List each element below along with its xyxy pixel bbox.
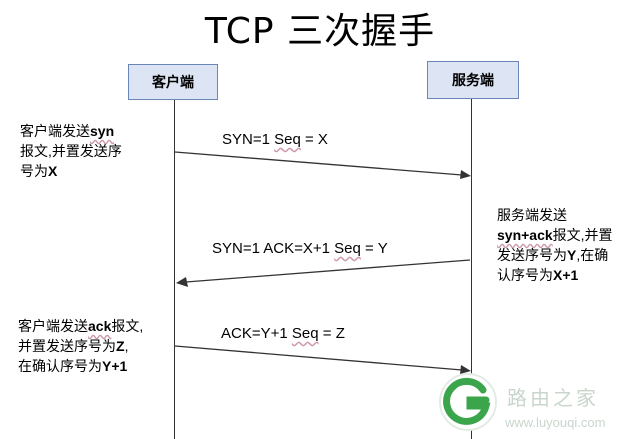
watermark-url: www.luyouqi.com (505, 415, 606, 430)
note-value: Y (567, 247, 577, 263)
note-value: Y+1 (102, 358, 128, 374)
message-text: SYN=1 ACK=X+1 (212, 240, 335, 257)
note-keyword: syn+ack (497, 227, 553, 243)
client-ack-note: 客户端发送ack报文, 并置发送序号为Z, 在确认序号为Y+1 (18, 316, 143, 376)
ack-arrowhead (460, 365, 471, 374)
note-text: 号为 (20, 163, 48, 179)
syn-ack-arrow-line (185, 259, 471, 283)
ack-arrow-line (174, 345, 463, 371)
watermark-text: 路由之家 (507, 388, 599, 410)
message-text: ACK=Y+1 (221, 325, 292, 342)
client-lifeline (174, 100, 175, 439)
server-participant-box: 服务端 (427, 61, 519, 99)
syn-ack-arrowhead (176, 277, 188, 287)
message-text: SYN=1 (222, 131, 275, 148)
message-seq: Seq (334, 240, 361, 257)
note-keyword: ack (88, 318, 112, 334)
note-text: 报文, (111, 318, 144, 334)
note-text: 报文,并置发送序 (20, 143, 122, 159)
watermark-logo-icon (439, 373, 497, 431)
note-text: 并置发送序号为 (18, 338, 116, 354)
client-participant-box: 客户端 (128, 64, 218, 100)
note-text: 报文,并置 (552, 227, 613, 243)
message-seq: Seq (291, 325, 319, 342)
note-text: 客户端发送 (20, 123, 90, 139)
note-text: 在确认序号为 (18, 358, 102, 374)
note-text: 服务端发送 (497, 207, 567, 223)
note-text: 发送序号为 (497, 247, 567, 263)
note-value: X+1 (553, 267, 579, 283)
note-keyword: syn (90, 123, 115, 139)
syn-message-label: SYN=1 Seq = X (222, 131, 328, 148)
note-text: 认序号为 (497, 267, 553, 283)
page-title: TCP 三次握手 (204, 11, 436, 52)
note-value: X (48, 163, 58, 179)
syn-arrow-line (174, 151, 463, 176)
note-text: ,在确 (576, 247, 609, 263)
client-syn-note: 客户端发送syn 报文,并置发送序 号为X (20, 121, 122, 181)
server-syn-ack-note: 服务端发送 syn+ack报文,并置 发送序号为Y,在确 认序号为X+1 (497, 205, 613, 285)
message-seq: Seq (274, 131, 301, 148)
ack-message-label: ACK=Y+1 Seq = Z (221, 325, 345, 342)
note-text: 客户端发送 (18, 318, 88, 334)
note-value: Z (116, 338, 125, 354)
note-text: , (124, 338, 129, 354)
message-text: = Z (318, 325, 345, 342)
syn-arrowhead (460, 170, 471, 179)
message-text: = Y (360, 240, 388, 257)
server-lifeline (471, 99, 472, 439)
message-text: = X (300, 131, 328, 148)
syn-ack-message-label: SYN=1 ACK=X+1 Seq = Y (212, 240, 388, 257)
